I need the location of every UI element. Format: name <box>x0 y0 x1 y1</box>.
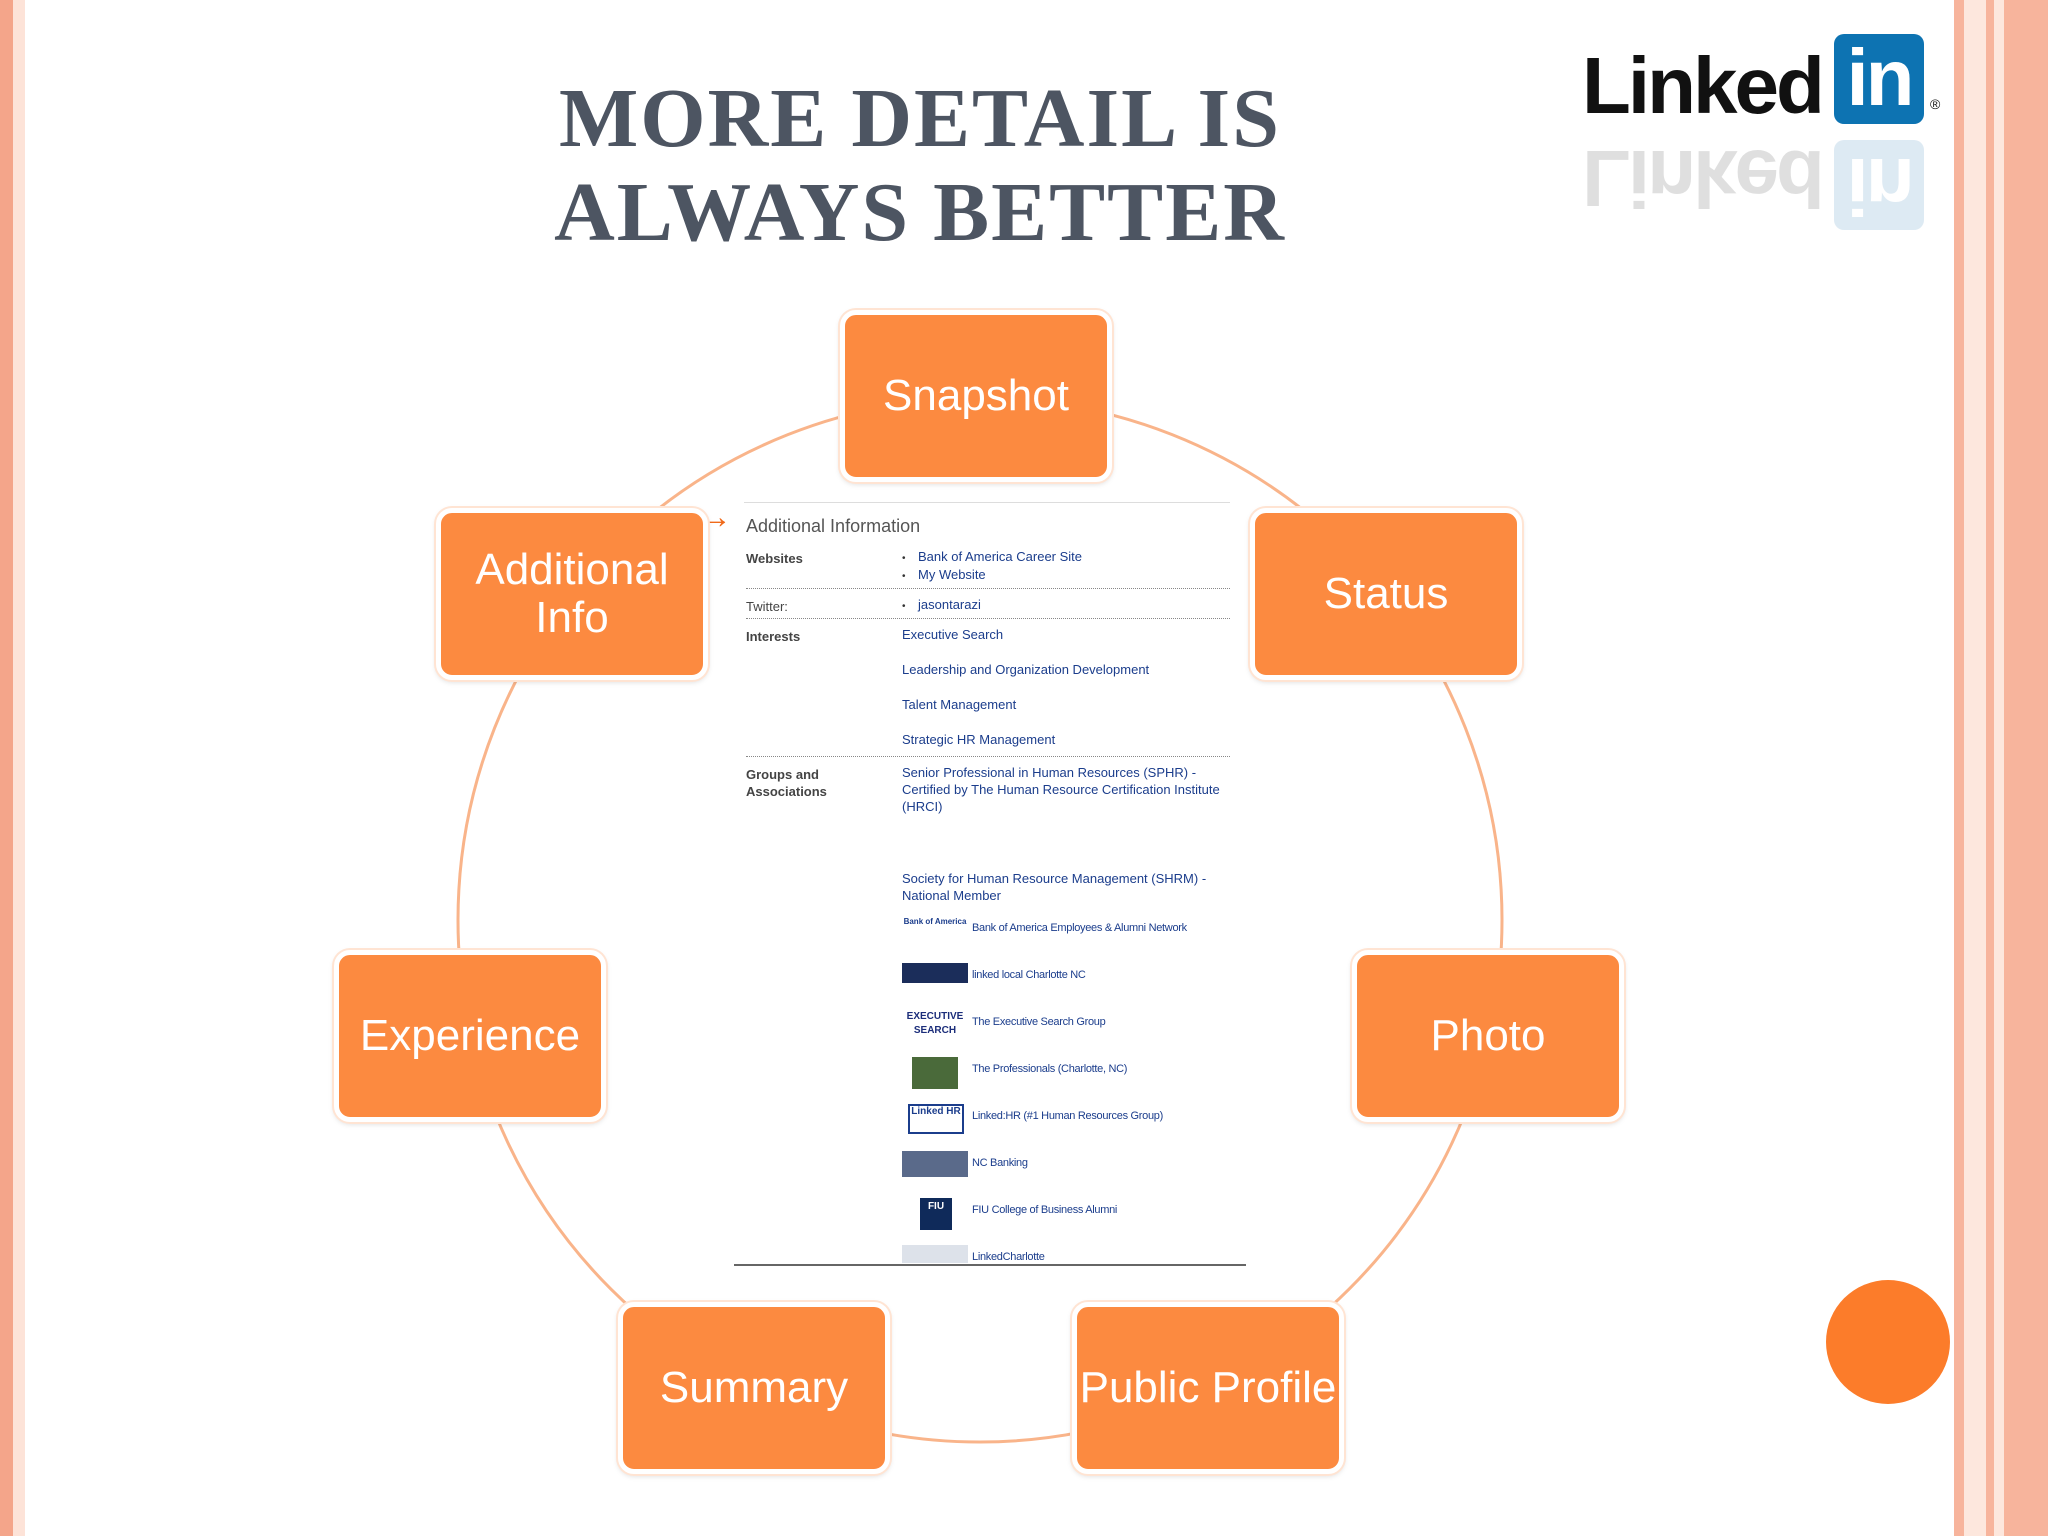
groups-label-line2: Associations <box>746 784 827 799</box>
logo-registered-mark: ® <box>1930 96 1941 112</box>
group-item[interactable]: FIU FIU College of Business Alumni <box>902 1198 1242 1230</box>
node-snapshot: Snapshot <box>840 310 1112 482</box>
interests-label: Interests <box>746 629 801 644</box>
node-summary: Summary <box>618 1302 890 1474</box>
accent-circle <box>1826 1280 1950 1404</box>
fiu-logo-icon: FIU <box>920 1198 952 1230</box>
group-name[interactable]: The Executive Search Group <box>972 1016 1106 1028</box>
professionals-logo-icon <box>912 1057 958 1089</box>
group-name[interactable]: Bank of America Employees & Alumni Netwo… <box>972 922 1187 934</box>
executive-search-logo-icon: EXECUTIVE SEARCH <box>902 1010 968 1036</box>
frame-stripe-left <box>0 0 13 1536</box>
node-status: Status <box>1250 508 1522 680</box>
interest-item: Leadership and Organization Development <box>902 662 1150 677</box>
frame-stripe-left-light <box>13 0 25 1536</box>
group-item[interactable]: Linked HR Linked:HR (#1 Human Resources … <box>902 1104 1242 1134</box>
group-item[interactable]: NC Banking <box>902 1151 1242 1181</box>
slide-title-line2: ALWAYS BETTER <box>554 166 1286 259</box>
frame-stripe-right <box>1986 0 1994 1536</box>
group-name[interactable]: LinkedCharlotte <box>972 1251 1045 1263</box>
website-link[interactable]: Bank of America Career Site <box>902 548 1242 567</box>
linked-local-logo-icon <box>902 963 968 983</box>
slide-title-line1: MORE DETAIL IS <box>559 72 1281 165</box>
association-item: Senior Professional in Human Resources (… <box>902 765 1220 814</box>
frame-stripe-right-light <box>1994 0 2004 1536</box>
interest-item: Executive Search <box>902 627 1004 642</box>
group-item[interactable]: Bank of America Bank of America Employee… <box>902 916 1242 946</box>
twitter-link[interactable]: jasontarazi <box>902 596 1242 615</box>
groups-label: Groups and Associations <box>746 766 827 800</box>
node-public-profile: Public Profile <box>1072 1302 1344 1474</box>
frame-stripe-right <box>1954 0 1964 1536</box>
group-name[interactable]: The Professionals (Charlotte, NC) <box>972 1063 1128 1075</box>
group-item[interactable]: linked local Charlotte NC <box>902 963 1242 993</box>
association-item: Society for Human Resource Management (S… <box>902 871 1207 903</box>
slide-title: MORE DETAIL IS ALWAYS BETTER <box>520 72 1320 260</box>
group-name[interactable]: Linked:HR (#1 Human Resources Group) <box>972 1110 1163 1122</box>
logo-in-box: in <box>1834 34 1924 124</box>
panel-top-rule <box>744 502 1230 503</box>
linked-hr-logo-icon: Linked HR <box>908 1104 964 1134</box>
websites-label: Websites <box>746 551 803 566</box>
twitter-label: Twitter: <box>746 599 788 614</box>
website-link[interactable]: My Website <box>902 566 1242 585</box>
additional-information-panel: Additional Information Websites Bank of … <box>734 500 1246 1266</box>
group-item[interactable]: The Professionals (Charlotte, NC) <box>902 1057 1242 1089</box>
groups-label-line1: Groups and <box>746 767 819 782</box>
panel-bottom-rule <box>734 1264 1246 1266</box>
interest-item: Strategic HR Management <box>902 732 1056 747</box>
group-item[interactable]: EXECUTIVE SEARCH The Executive Search Gr… <box>902 1010 1242 1040</box>
frame-stripe-right <box>2004 0 2048 1536</box>
node-photo: Photo <box>1352 950 1624 1122</box>
divider <box>746 618 1230 619</box>
group-name[interactable]: NC Banking <box>972 1157 1028 1169</box>
linkedin-logo: Linked in ® <box>1582 34 1942 131</box>
divider <box>746 588 1230 589</box>
divider <box>746 756 1230 757</box>
panel-title: Additional Information <box>746 516 921 536</box>
group-name[interactable]: linked local Charlotte NC <box>972 969 1086 981</box>
linkedcharlotte-logo-icon <box>902 1245 968 1263</box>
node-experience: Experience <box>334 950 606 1122</box>
logo-wordmark: Linked <box>1582 41 1825 130</box>
group-item[interactable]: LinkedCharlotte <box>902 1245 1242 1266</box>
frame-stripe-right-light <box>1964 0 1986 1536</box>
bank-of-america-logo-icon: Bank of America <box>902 916 968 942</box>
node-additional-info: Additional Info <box>436 508 708 680</box>
group-name[interactable]: FIU College of Business Alumni <box>972 1204 1118 1216</box>
nc-banking-logo-icon <box>902 1151 968 1177</box>
interest-item: Talent Management <box>902 697 1017 712</box>
